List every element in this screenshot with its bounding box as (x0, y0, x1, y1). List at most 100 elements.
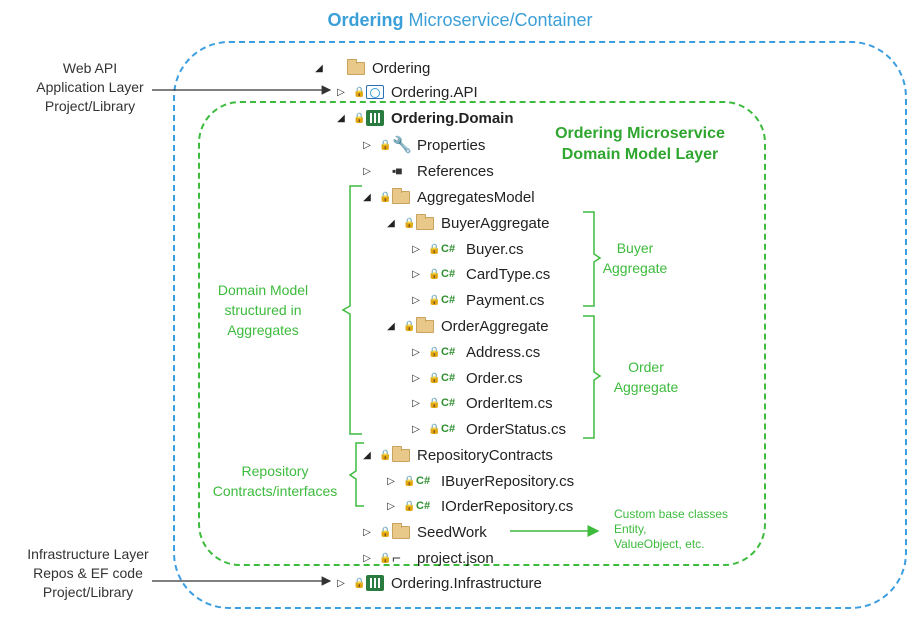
tree-row-order-aggregate[interactable]: ◢ 🔒 OrderAggregate (385, 316, 549, 336)
seedwork-note-line-3: ValueObject, etc. (614, 537, 705, 551)
lock-icon: 🔒 (379, 552, 392, 564)
lock-icon: 🔒 (379, 139, 392, 151)
expanded-arrow-icon[interactable]: ◢ (337, 112, 345, 124)
tree-row-payment-cs[interactable]: ▷ 🔒 C# Payment.cs (410, 290, 544, 310)
expanded-arrow-icon[interactable]: ◢ (315, 62, 323, 74)
web-api-label: Web API Application Layer Project/Librar… (10, 59, 170, 116)
repository-label-line-1: Repository (241, 463, 309, 479)
lock-icon: 🔒 (403, 320, 416, 332)
lock-icon: 🔒 (379, 449, 392, 461)
tree-row-seedwork[interactable]: ▷ 🔒 SeedWork (361, 522, 487, 542)
tree-label-ibuyer-repository-cs: IBuyerRepository.cs (441, 472, 575, 490)
collapsed-arrow-icon[interactable]: ▷ (387, 475, 395, 487)
tree-row-aggregates-model[interactable]: ◢ 🔒 AggregatesModel (361, 187, 535, 207)
buyer-aggregate-label-line-2: Aggregate (602, 260, 668, 276)
lock-icon: 🔒 (428, 397, 441, 409)
lock-icon: 🔒 (403, 475, 416, 487)
csharp-file-icon: C# (441, 243, 456, 255)
tree-row-project-json[interactable]: ▷ 🔒 ⌐ project.json (361, 548, 494, 568)
title-bold: Ordering (327, 10, 404, 30)
csharp-file-icon: C# (441, 397, 456, 409)
folder-icon (416, 213, 434, 230)
tree-label-aggregates-model: AggregatesModel (417, 188, 535, 206)
collapsed-arrow-icon[interactable]: ▷ (412, 423, 420, 435)
collapsed-arrow-icon[interactable]: ▷ (337, 577, 345, 589)
tree-label-ordering-api: Ordering.API (391, 83, 478, 101)
collapsed-arrow-icon[interactable]: ▷ (337, 86, 345, 98)
collapsed-arrow-icon[interactable]: ▷ (412, 243, 420, 255)
tree-label-ordering-domain: Ordering.Domain (391, 109, 514, 127)
domain-layer-heading-line-2: Domain Model Layer (561, 146, 719, 163)
tree-label-buyer-aggregate: BuyerAggregate (441, 214, 550, 232)
domain-model-label-line-3: Aggregates (227, 322, 299, 338)
collapsed-arrow-icon[interactable]: ▷ (412, 397, 420, 409)
collapsed-arrow-icon[interactable]: ▷ (412, 372, 420, 384)
infrastructure-label-line-1: Infrastructure Layer (27, 546, 149, 562)
collapsed-arrow-icon[interactable]: ▷ (412, 294, 420, 306)
tree-label-properties: Properties (417, 136, 486, 154)
expanded-arrow-icon[interactable]: ◢ (387, 217, 395, 229)
domain-model-label-line-2: structured in (224, 302, 302, 318)
collapsed-arrow-icon[interactable]: ▷ (363, 165, 371, 177)
collapsed-arrow-icon[interactable]: ▷ (412, 346, 420, 358)
csharp-file-icon: C# (441, 423, 456, 435)
tree-row-properties[interactable]: ▷ 🔒 🔧 Properties (361, 135, 485, 155)
tree-row-iorder-repository-cs[interactable]: ▷ 🔒 C# IOrderRepository.cs (385, 496, 573, 516)
buyer-aggregate-label-line-1: Buyer (616, 240, 654, 256)
tree-label-iorder-repository-cs: IOrderRepository.cs (441, 497, 574, 515)
domain-model-label-line-1: Domain Model (217, 282, 309, 298)
tree-row-repository-contracts[interactable]: ◢ 🔒 RepositoryContracts (361, 445, 553, 465)
tree-row-references[interactable]: ▷ ▪■ References (361, 161, 494, 181)
lock-icon: 🔒 (428, 372, 441, 384)
json-file-icon: ⌐ (392, 549, 401, 567)
collapsed-arrow-icon[interactable]: ▷ (412, 268, 420, 280)
tree-label-repository-contracts: RepositoryContracts (417, 446, 553, 464)
microservice-container-boundary (173, 41, 907, 609)
expanded-arrow-icon[interactable]: ◢ (363, 449, 371, 461)
domain-model-layer-boundary (198, 101, 766, 566)
tree-label-ordering-infrastructure: Ordering.Infrastructure (391, 574, 542, 592)
web-project-icon (366, 85, 384, 99)
tree-row-ordering[interactable]: ◢ Ordering (313, 58, 430, 78)
web-api-label-line-2: Application Layer (36, 79, 144, 95)
buyer-bracket (583, 211, 602, 307)
tree-row-order-cs[interactable]: ▷ 🔒 C# Order.cs (410, 368, 523, 388)
lock-icon: 🔒 (353, 577, 366, 589)
tree-row-orderstatus-cs[interactable]: ▷ 🔒 C# OrderStatus.cs (410, 419, 566, 439)
order-bracket (583, 315, 602, 439)
infrastructure-label-line-3: Project/Library (42, 584, 134, 600)
repository-bracket (348, 442, 364, 507)
domain-model-bracket (341, 185, 362, 435)
expanded-arrow-icon[interactable]: ◢ (387, 320, 395, 332)
tree-label-ordering: Ordering (372, 59, 431, 77)
lock-icon: 🔒 (428, 423, 441, 435)
expanded-arrow-icon[interactable]: ◢ (363, 191, 371, 203)
collapsed-arrow-icon[interactable]: ▷ (363, 526, 371, 538)
tree-label-orderstatus-cs: OrderStatus.cs (466, 420, 567, 438)
tree-label-order-cs: Order.cs (466, 369, 523, 387)
tree-row-buyer-cs[interactable]: ▷ 🔒 C# Buyer.cs (410, 239, 523, 259)
collapsed-arrow-icon[interactable]: ▷ (387, 500, 395, 512)
lock-icon: 🔒 (428, 346, 441, 358)
tree-row-cardtype-cs[interactable]: ▷ 🔒 C# CardType.cs (410, 264, 550, 284)
tree-row-ordering-infrastructure[interactable]: ▷ 🔒 Ordering.Infrastructure (335, 573, 542, 593)
collapsed-arrow-icon[interactable]: ▷ (363, 552, 371, 564)
tree-row-ordering-api[interactable]: ▷ 🔒 Ordering.API (335, 82, 478, 102)
tree-label-payment-cs: Payment.cs (466, 291, 545, 309)
diagram-title: Ordering Microservice/Container (0, 10, 920, 31)
tree-row-address-cs[interactable]: ▷ 🔒 C# Address.cs (410, 342, 540, 362)
repository-label-line-2: Contracts/interfaces (212, 483, 338, 499)
lock-icon: 🔒 (379, 191, 392, 203)
lock-icon: 🔒 (428, 294, 441, 306)
tree-row-ibuyer-repository-cs[interactable]: ▷ 🔒 C# IBuyerRepository.cs (385, 471, 574, 491)
wrench-icon: 🔧 (392, 137, 412, 154)
order-aggregate-label-line-1: Order (628, 359, 664, 375)
tree-label-orderitem-cs: OrderItem.cs (466, 394, 553, 412)
csharp-project-icon (366, 110, 384, 126)
tree-row-buyer-aggregate[interactable]: ◢ 🔒 BuyerAggregate (385, 213, 549, 233)
tree-label-references: References (417, 162, 494, 180)
tree-row-orderitem-cs[interactable]: ▷ 🔒 C# OrderItem.cs (410, 393, 553, 413)
collapsed-arrow-icon[interactable]: ▷ (363, 139, 371, 151)
repository-label: Repository Contracts/interfaces (200, 461, 350, 501)
tree-row-ordering-domain[interactable]: ◢ 🔒 Ordering.Domain (335, 108, 514, 128)
